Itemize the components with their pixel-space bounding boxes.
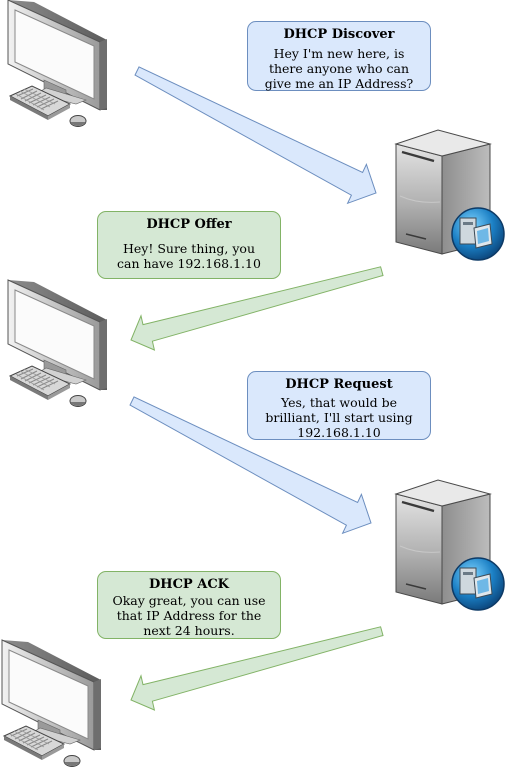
client-computer-icon: [1, 639, 102, 767]
arrow-request: [129, 396, 372, 535]
client-computer-icon: [7, 279, 108, 407]
dhcp-discover-callout: DHCP Discover Hey I'm new here, is there…: [247, 21, 431, 91]
client-computer-icon: [7, 0, 108, 127]
callout-title: DHCP Request: [285, 377, 393, 392]
dhcp-offer-callout: DHCP Offer Hey! Sure thing, you can have…: [97, 211, 281, 279]
callout-title: DHCP Offer: [146, 217, 232, 232]
callout-message: Hey! Sure thing, you can have 192.168.1.…: [117, 241, 261, 271]
arrow-ack: [130, 626, 384, 711]
callout-title: DHCP ACK: [149, 577, 229, 592]
arrow-offer: [130, 266, 384, 351]
callout-message: Yes, that would be brilliant, I'll start…: [265, 395, 413, 440]
dhcp-server-icon: [394, 478, 506, 612]
callout-title: DHCP Discover: [283, 27, 395, 42]
callout-message: Hey I'm new here, is there anyone who ca…: [264, 46, 414, 91]
dhcp-request-callout: DHCP Request Yes, that would be brillian…: [247, 371, 431, 440]
dhcp-ack-callout: DHCP ACK Okay great, you can use that IP…: [97, 571, 281, 639]
callout-message: Okay great, you can use that IP Address …: [112, 593, 266, 638]
arrow-discover: [134, 66, 377, 205]
dhcp-server-icon: [394, 128, 506, 262]
